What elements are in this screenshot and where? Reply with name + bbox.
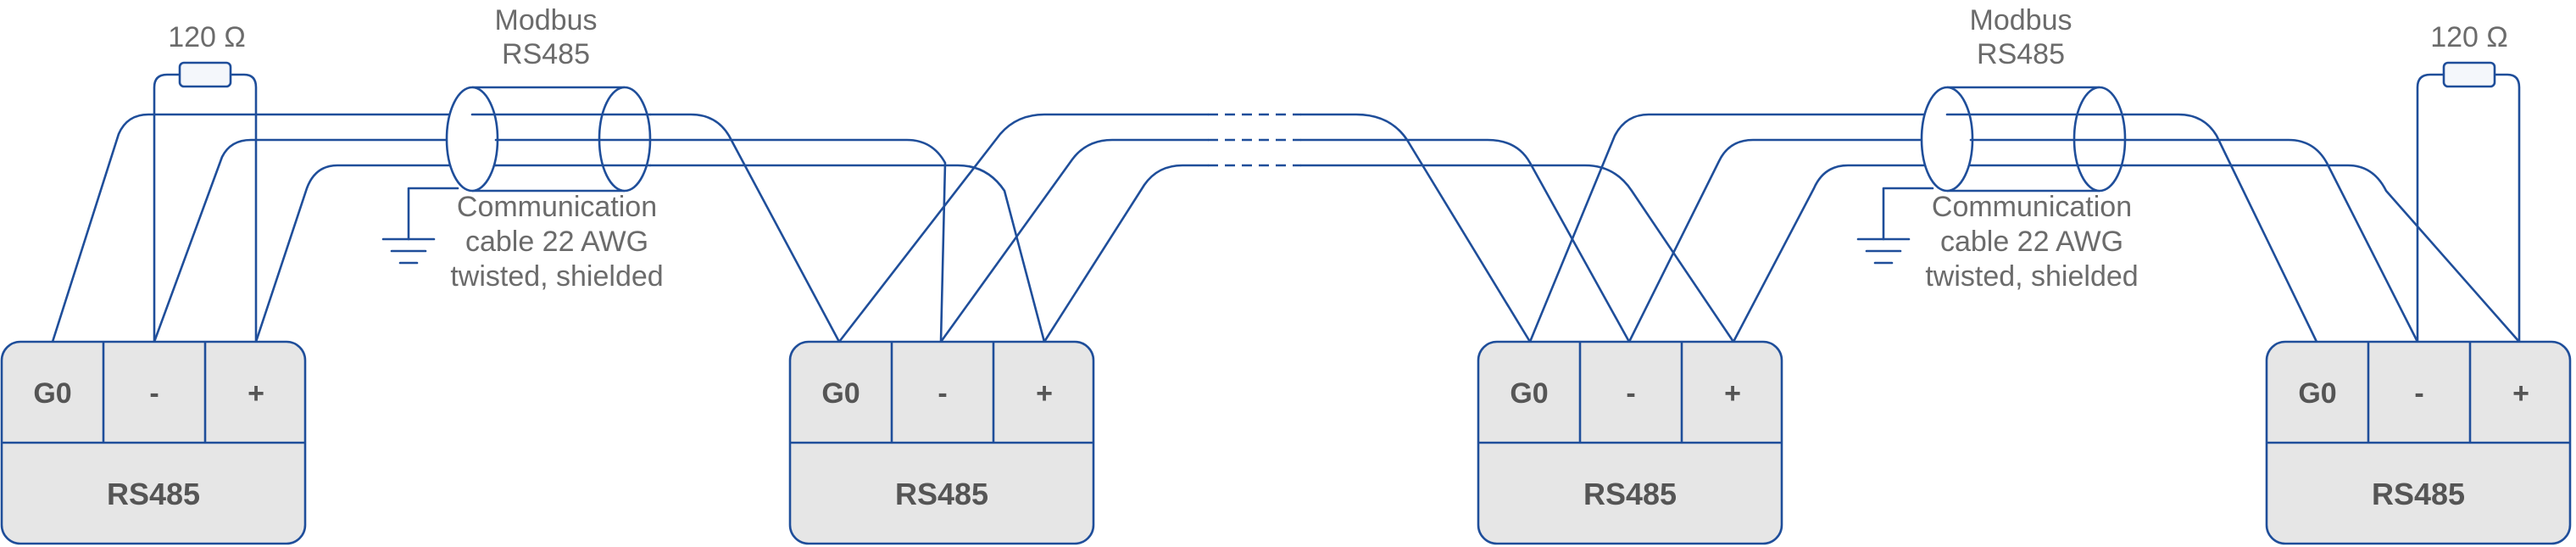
resistor2-lead-right bbox=[2493, 73, 2521, 343]
resistor-120-ohm-right bbox=[2442, 61, 2496, 88]
wire-cable1-to-device2-g0 bbox=[648, 113, 841, 343]
wire-device2-g0-out bbox=[837, 113, 1210, 343]
modbus-label-left-line1: Modbus bbox=[495, 4, 598, 36]
wire-device1-minus bbox=[153, 138, 498, 343]
resistor2-lead-left bbox=[2416, 73, 2445, 343]
wire-device1-g0 bbox=[51, 113, 472, 343]
wires bbox=[51, 73, 2521, 343]
modbus-label-right-line1: Modbus bbox=[1970, 4, 2072, 36]
device-1-terminal-g0: G0 bbox=[33, 377, 71, 410]
device-1-terminal-minus: - bbox=[149, 377, 159, 410]
cable-right bbox=[1920, 86, 2127, 193]
wire-device2-minus-out bbox=[939, 138, 1210, 343]
cable-label-left-line2: cable 22 AWG bbox=[465, 226, 648, 258]
wire-device3-minus-out bbox=[1627, 138, 1951, 343]
resistor-label-right: 120 Ω bbox=[2430, 21, 2508, 53]
device-2-label: RS485 bbox=[895, 477, 988, 511]
device-3-label: RS485 bbox=[1583, 477, 1677, 511]
device-3-terminal-g0: G0 bbox=[1510, 377, 1548, 410]
wire-cable1-to-device2-plus bbox=[648, 164, 1046, 343]
device-4-label: RS485 bbox=[2372, 477, 2465, 511]
device-3-terminal-minus: - bbox=[1626, 377, 1635, 410]
device-4-terminal-g0: G0 bbox=[2298, 377, 2336, 410]
resistor1-lead-right bbox=[229, 73, 258, 343]
device-2-terminal-g0: G0 bbox=[821, 377, 860, 410]
cable-label-left-line1: Communication bbox=[457, 191, 657, 223]
cable-left-end-a bbox=[445, 86, 499, 193]
cable-right-end-a bbox=[1920, 86, 1974, 193]
device-2-terminal-minus: - bbox=[937, 377, 947, 410]
resistor-label-left: 120 Ω bbox=[168, 21, 246, 53]
device-1: G0 - + RS485 bbox=[0, 340, 307, 545]
wire-mid-to-device3-minus bbox=[1299, 138, 1631, 343]
device-4: G0 - + RS485 bbox=[2265, 340, 2572, 545]
wire-device3-plus-out bbox=[1732, 164, 1951, 343]
wire-mid-to-device3-plus bbox=[1299, 164, 1735, 343]
device-2: G0 - + RS485 bbox=[788, 340, 1095, 545]
resistor1-lead-left bbox=[153, 73, 181, 343]
wire-device2-plus-out bbox=[1043, 164, 1210, 343]
wire-cable2-to-device4-minus bbox=[2123, 138, 2419, 343]
wire-mid-to-device3-g0 bbox=[1299, 113, 1532, 343]
device-4-terminal-plus: + bbox=[2512, 377, 2529, 410]
device-3-terminal-plus: + bbox=[1724, 377, 1741, 410]
wire-cable2-to-device4-plus bbox=[2123, 164, 2521, 343]
wire-device1-plus bbox=[254, 164, 498, 343]
wire-cable1-to-device2-minus bbox=[648, 138, 947, 343]
ground2-lead bbox=[1882, 187, 1934, 241]
device-1-label: RS485 bbox=[107, 477, 200, 511]
cable-label-right-line1: Communication bbox=[1932, 191, 2132, 223]
wire-device3-g0-out bbox=[1528, 113, 1930, 343]
device-3: G0 - + RS485 bbox=[1477, 340, 1783, 545]
modbus-label-right-line2: RS485 bbox=[1977, 38, 2065, 70]
cable-label-left-line3: twisted, shielded bbox=[450, 260, 663, 293]
device-4-terminal-minus: - bbox=[2414, 377, 2423, 410]
device-2-terminal-plus: + bbox=[1036, 377, 1053, 410]
cable-label-right-line3: twisted, shielded bbox=[1925, 260, 2138, 293]
ground1-lead bbox=[407, 187, 459, 241]
cable-left bbox=[445, 86, 652, 193]
device-1-terminal-plus: + bbox=[248, 377, 264, 410]
modbus-label-left-line2: RS485 bbox=[502, 38, 590, 70]
resistor-120-ohm-left bbox=[178, 61, 232, 88]
wire-cable2-to-device4-g0 bbox=[2123, 113, 2318, 343]
cable-label-right-line2: cable 22 AWG bbox=[1940, 226, 2123, 258]
